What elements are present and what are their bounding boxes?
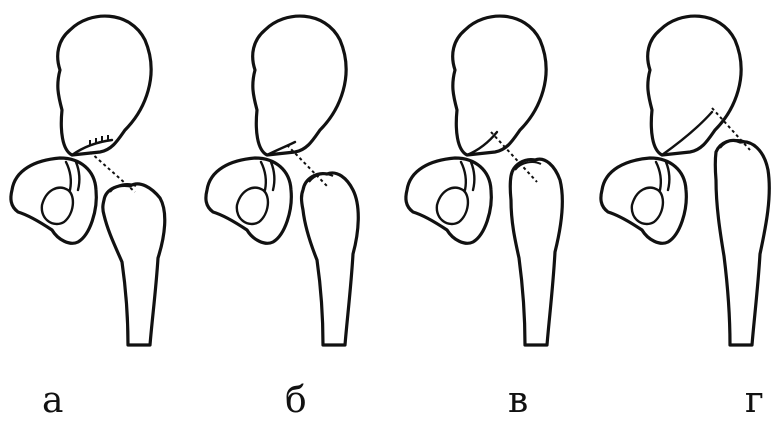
femur-outline — [302, 173, 359, 345]
triradiate-cartilage — [461, 162, 474, 190]
femoral-head-cap — [110, 184, 136, 192]
panel-label-v: в — [508, 383, 528, 419]
obturator-foramen — [237, 188, 268, 224]
ilium-outline — [253, 16, 346, 155]
triradiate-cartilage — [656, 162, 669, 190]
pubis-ischium-outline — [406, 158, 491, 243]
panel-b — [206, 16, 358, 345]
ilium-outline — [453, 16, 546, 155]
femur-outline — [510, 159, 562, 345]
acetabulum-roof — [662, 112, 712, 155]
panel-label-g: г — [745, 383, 764, 419]
triradiate-cartilage — [66, 162, 79, 190]
panel-a — [11, 16, 165, 345]
pubis-ischium-outline — [206, 158, 291, 243]
pubis-ischium-outline — [601, 158, 686, 243]
femur-outline — [715, 140, 769, 345]
triradiate-cartilage — [261, 162, 274, 190]
femur-outline — [103, 184, 165, 345]
obturator-foramen — [632, 188, 663, 224]
panel-v — [406, 16, 562, 345]
ilium-outline — [648, 16, 741, 155]
ilium-outline — [58, 16, 151, 155]
obturator-foramen — [437, 188, 468, 224]
panel-label-a: а — [42, 383, 63, 419]
pubis-ischium-outline — [11, 158, 96, 243]
panel-g — [601, 16, 769, 345]
panel-label-b: б — [285, 383, 307, 419]
obturator-foramen — [42, 188, 73, 224]
